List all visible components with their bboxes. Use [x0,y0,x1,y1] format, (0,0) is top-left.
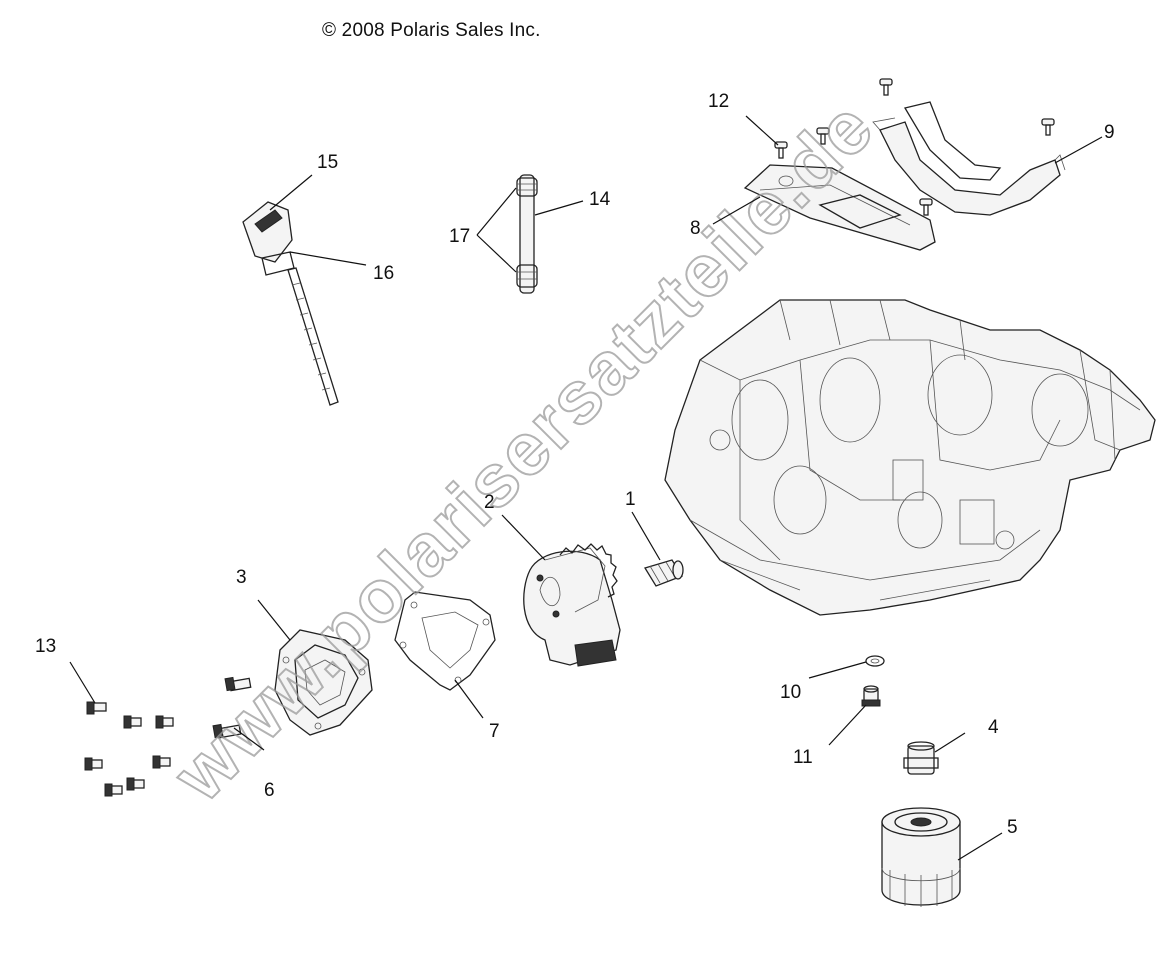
callout-3: 3 [236,567,247,588]
oil-tube [516,174,538,294]
mount-plate [743,164,936,251]
callout-5: 5 [1007,817,1018,838]
callout-11: 11 [793,747,813,768]
bolts [84,676,252,797]
callout-16: 16 [373,263,395,284]
dipstick [242,201,339,406]
callout-6: 6 [264,780,275,801]
callout-4: 4 [988,717,999,738]
crankcase [664,299,1156,616]
callout-14: 14 [589,189,611,210]
callout-13: 13 [35,636,57,657]
filter-fitting [903,741,939,775]
callout-9: 9 [1104,122,1115,143]
callout-8: 8 [690,218,701,239]
pump-cover [274,629,373,736]
oil-pump [523,543,621,667]
callout-1: 1 [625,489,636,510]
callout-10: 10 [780,682,802,703]
drain-washer [865,655,885,667]
callout-7: 7 [489,721,500,742]
callout-2: 2 [484,492,495,513]
copyright-notice: © 2008 Polaris Sales Inc. [322,20,541,41]
callout-12: 12 [708,91,730,112]
oil-filter [881,807,961,907]
skid-shield [872,101,1066,216]
drain-plug [861,685,881,707]
screws [774,78,1055,216]
leader-lines [69,115,1103,861]
callout-15: 15 [317,152,339,173]
callout-17: 17 [449,226,471,247]
drive-coupler [644,559,684,587]
